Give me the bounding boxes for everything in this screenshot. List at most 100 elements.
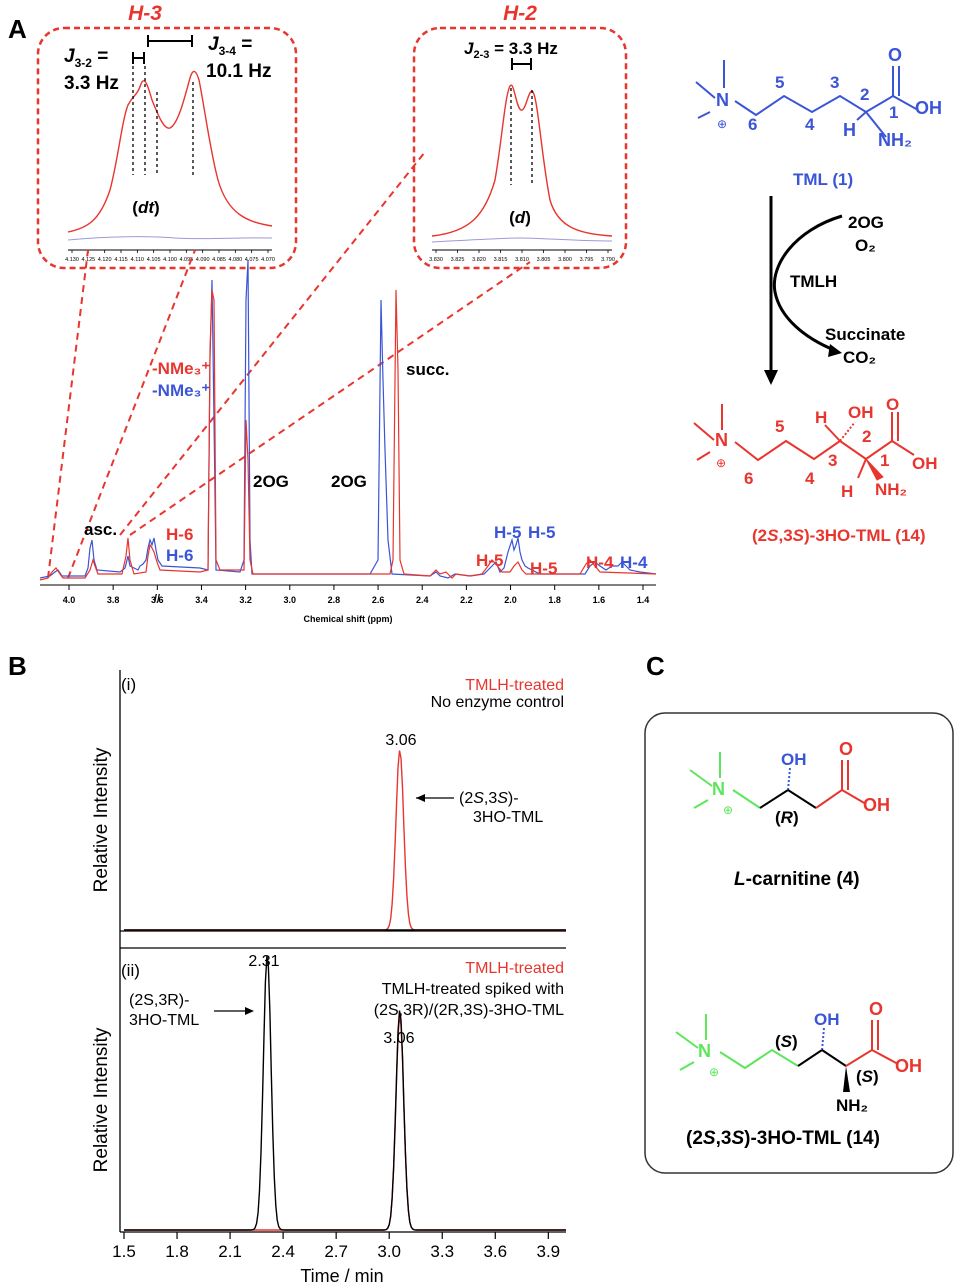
inset-tick-label: 3.795 (580, 257, 594, 263)
carnitine-name: L-carnitine (4) (734, 869, 860, 890)
inset-h3: H-3 J3-2 = 3.3 Hz J3-4 = 10.1 Hz (dt) 4.… (36, 2, 298, 270)
inset-tick-label: 4.090 (196, 257, 210, 263)
inset-tick-label: 4.110 (131, 257, 144, 263)
inset-tick-label: 4.080 (228, 257, 242, 263)
panel-label-c: C (646, 651, 665, 681)
inset-tick-label: 3.825 (451, 257, 465, 263)
svg-text:4: 4 (805, 469, 815, 488)
inset-h3-j32-value: 3.3 Hz (64, 73, 119, 94)
inset-tick-label: 4.085 (212, 257, 226, 263)
nmr-tick-label: 4.0 (63, 595, 76, 605)
peak-label-h6-red: H-6 (166, 525, 193, 544)
panel-ii-tag: (ii) (121, 961, 140, 980)
nmr-break-mark: // (154, 593, 160, 605)
inset-tick-label: 4.095 (179, 257, 193, 263)
legend-i-red: TMLH-treated (465, 677, 564, 694)
carnitine-oh: OH (781, 750, 807, 769)
svg-text:H: H (843, 120, 856, 140)
svg-text:H: H (815, 408, 827, 427)
x-tick-label: 3.0 (377, 1242, 401, 1261)
inset-h2-title: H-2 (503, 2, 537, 25)
panel-label-a: A (8, 14, 27, 44)
inset-h2-j23: J2-3 = 3.3 Hz (464, 39, 558, 61)
hotml-nh2: NH₂ (836, 1096, 868, 1115)
svg-text:O: O (886, 395, 899, 414)
x-tick-label: 2.1 (218, 1242, 242, 1261)
peak-label-h5-blue-1: H-5 (494, 523, 521, 542)
peak-label-ii-1: 2.31 (248, 953, 279, 970)
peak-label-asc: asc. (84, 520, 117, 539)
product-name: (2S,3S)-3HO-TML (14) (752, 526, 926, 545)
tml-num-2: 2 (860, 85, 869, 104)
annot-i-line1: (2S,3S)- (459, 790, 519, 807)
svg-text:⊕: ⊕ (716, 456, 726, 470)
nmr-x-label: Chemical shift (ppm) (303, 614, 392, 624)
legend-ii-black-1: TMLH-treated spiked with (382, 981, 564, 998)
tml-name: TML (1) (793, 170, 853, 189)
product-oh-3: OH (848, 403, 874, 422)
peak-label-h4-red: H-4 (586, 553, 614, 572)
y-axis-label-i: Relative Intensity (91, 747, 112, 892)
x-tick-label: 1.8 (165, 1242, 189, 1261)
nmr-tick-label: 3.0 (284, 595, 297, 605)
tml-num-6: 6 (748, 115, 757, 134)
legend-ii-black-2: (2S,3R)/(2R,3S)-3HO-TML (374, 1002, 564, 1019)
inset-tick-label: 4.075 (245, 257, 259, 263)
nmr-tick-label: 2.8 (328, 595, 341, 605)
svg-text:N: N (712, 779, 725, 799)
inset-tick-label: 4.105 (147, 257, 161, 263)
inset-tick-label: 4.070 (261, 257, 275, 263)
tml-num-3: 3 (830, 73, 839, 92)
inset-tick-label: 3.790 (601, 257, 615, 263)
svg-text:1: 1 (880, 451, 889, 470)
nmr-tick-label: 1.8 (548, 595, 561, 605)
nmr-tick-label: 1.4 (637, 595, 650, 605)
nmr-tick-label: 2.4 (416, 595, 429, 605)
inset-tick-label: 3.830 (429, 257, 443, 263)
tml-structure: N ⊕ O OH H NH₂ 6 5 4 3 2 1 TML (1) (695, 45, 942, 189)
peak-label-h4-blue: H-4 (620, 553, 648, 572)
x-tick-label: 2.7 (324, 1242, 348, 1261)
inset-tick-label: 4.120 (98, 257, 112, 263)
chromatogram: Relative Intensity Relative Intensity (i… (91, 670, 566, 1286)
nmr-tick-label: 2.2 (460, 595, 473, 605)
panel-i-tag: (i) (121, 675, 136, 694)
peak-label-2og-2: 2OG (331, 472, 367, 491)
nmr-tick-label: 1.6 (593, 595, 606, 605)
peak-label-h5-red-2: H-5 (530, 559, 557, 578)
product-co2: CO₂ (843, 348, 876, 367)
chromatogram-trace (124, 955, 566, 1231)
nmr-tick-label: 2.0 (504, 595, 517, 605)
peak-label-nme3-red: -NMe₃⁺ (152, 359, 210, 378)
inset-tick-label: 4.130 (65, 257, 79, 263)
peak-label-succ: succ. (406, 360, 449, 379)
inset-tick-label: 3.810 (515, 257, 529, 263)
tml-num-5: 5 (775, 73, 784, 92)
inset-guides (47, 151, 531, 579)
inset-tick-label: 4.125 (81, 257, 95, 263)
chromatogram-trace (124, 1015, 566, 1231)
inset-h2-multiplicity: (d) (509, 208, 531, 227)
nmr-tick-label: 3.6 (151, 595, 164, 605)
product-structure: N ⊕ H OH O OH H NH₂ 6 5 4 3 2 1 (2S,3S)-… (693, 395, 938, 545)
x-axis-label: Time / min (300, 1266, 383, 1286)
svg-text:⊕: ⊕ (723, 803, 733, 817)
peak-label-h5-red-1: H-5 (476, 551, 503, 570)
x-tick-label: 3.6 (483, 1242, 507, 1261)
nmr-tick-label: 3.4 (195, 595, 208, 605)
svg-text:O: O (888, 45, 902, 65)
enzyme-tmlh: TMLH (790, 272, 837, 291)
hotml-structure: N ⊕ OH O OH NH₂ (S) (S) (2S,3S)-3HO-TML … (675, 999, 922, 1149)
tml-num-4: 4 (805, 115, 815, 134)
nmr-tick-label: 2.6 (372, 595, 385, 605)
x-tick-label: 2.4 (271, 1242, 295, 1261)
chromatogram-trace (124, 750, 566, 931)
svg-text:⊕: ⊕ (717, 117, 727, 131)
panel-c-box (644, 712, 954, 1174)
svg-text:⊕: ⊕ (709, 1065, 719, 1079)
svg-text:3: 3 (828, 451, 837, 470)
annot-ii-line2: 3HO-TML (129, 1012, 199, 1029)
